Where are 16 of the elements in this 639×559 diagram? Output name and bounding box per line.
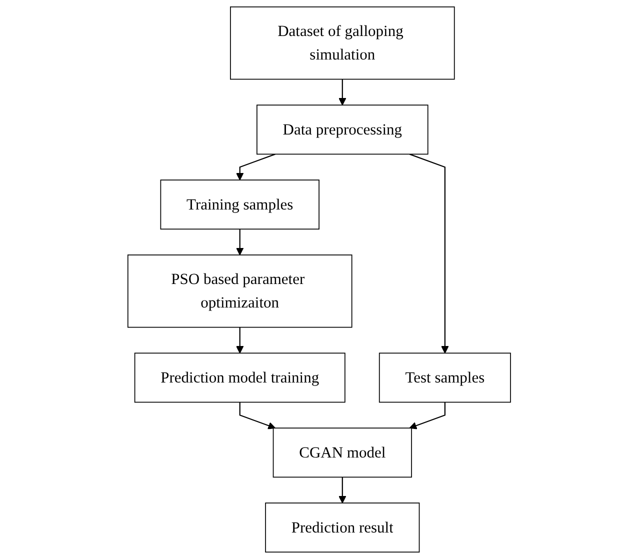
node-box: Data preprocessing: [256, 104, 429, 155]
arrow: [240, 402, 276, 430]
node-box: CGAN model: [273, 428, 412, 478]
arrow: [236, 154, 276, 180]
node-box: Prediction model training: [134, 352, 346, 403]
node-box: Training samples: [160, 180, 320, 230]
arrow: [410, 402, 446, 430]
arrow: [410, 154, 450, 354]
node-box: Prediction result: [265, 502, 420, 553]
arrow: [338, 477, 346, 504]
arrow: [338, 79, 346, 106]
arrow: [236, 327, 244, 354]
node-box: Dataset of galloping simulation: [230, 6, 456, 80]
node-box: Test samples: [379, 352, 512, 403]
node-box: PSO based parameter optimizaiton: [128, 254, 353, 328]
arrow: [236, 229, 244, 256]
